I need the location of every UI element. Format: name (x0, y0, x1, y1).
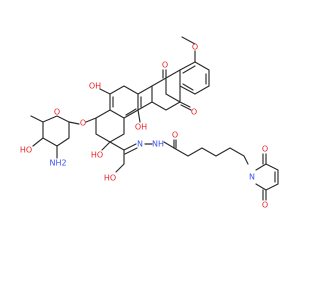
glycoside-oxygen: O (80, 119, 86, 128)
sugar-hydroxyl-bond (32, 137, 44, 147)
quinone-upper-carbonyl (162, 69, 167, 79)
maleimide-ring (255, 163, 279, 191)
quinone-oxygen-lower: O (191, 108, 197, 117)
linker-chain (173, 147, 249, 165)
phenol-upper-bond (99, 88, 111, 95)
maleimide-upper-carbonyl (262, 153, 267, 165)
sugar-hydroxyl: HO (20, 146, 32, 155)
quinone-oxygen-upper: O (162, 61, 168, 70)
molecule-canvas: O O O OH OH O O HO NH2 HO HO N NH O N O … (19, 36, 279, 210)
maleimide-lower-carbonyl (262, 189, 267, 201)
phenol-oh-lower: OH (135, 123, 147, 132)
maleimide-oxygen-upper: O (262, 145, 268, 154)
amide-bonds (163, 139, 177, 149)
hydrazone-nitrogen: N (137, 140, 143, 149)
c9-hydroxyl: HO (91, 151, 103, 160)
hydroxymethyl-oh: HO (104, 174, 116, 183)
hydrazone-double-bond (123, 143, 138, 155)
amide-oxygen: O (172, 131, 178, 140)
phenol-oh-upper: OH (89, 82, 101, 91)
c9-hydroxyl-bond (101, 141, 111, 151)
hydrazide-nitrogen: NH (152, 140, 164, 149)
hydroxymethyl-bonds (115, 149, 125, 173)
sugar-ring-oxygen: O (54, 108, 60, 117)
maleimide-nitrogen: N (249, 173, 255, 182)
glycoside-bond (68, 117, 97, 125)
ring-a-bonds (95, 109, 125, 143)
quinone-lower-carbonyl (179, 101, 192, 111)
bond-lines (30, 36, 279, 201)
c9-sidechain-bond (109, 141, 125, 151)
methoxy-bonds (181, 36, 196, 63)
phenol-lower-bond (137, 109, 141, 123)
sugar-methyl (30, 115, 44, 123)
sugar-amine: NH2 (49, 159, 66, 168)
methoxy-oxygen: O (192, 43, 198, 52)
structure-diagram: O O O OH OH O O HO NH2 HO HO N NH O N O … (20, 36, 279, 210)
atom-labels: O O O OH OH O O HO NH2 HO HO N NH O N O … (20, 43, 268, 210)
ring-b-bonds (109, 85, 153, 119)
ring-d-bonds (179, 61, 210, 95)
sugar-ring-bonds (42, 115, 70, 147)
maleimide-oxygen-lower: O (262, 201, 268, 210)
